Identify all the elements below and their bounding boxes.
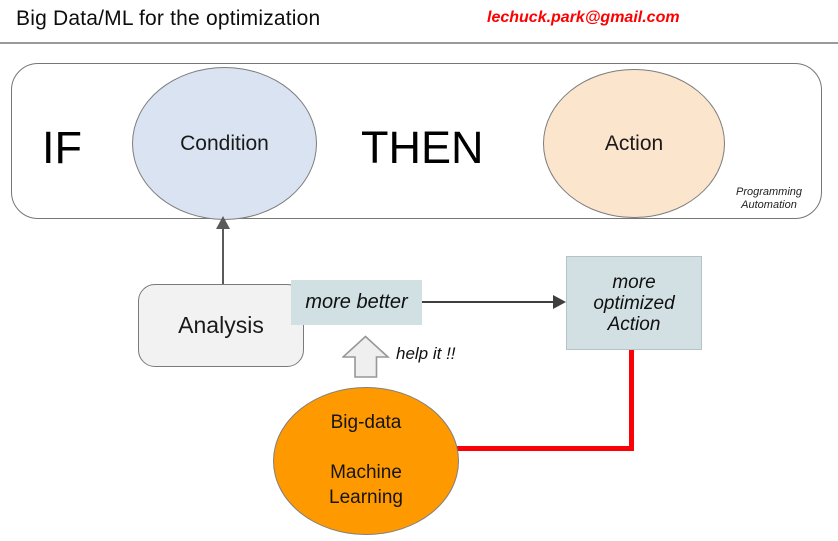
up-arrowhead-icon — [216, 216, 230, 229]
analysis-to-condition-connector — [222, 228, 224, 284]
more-optimized-action-box: more optimized Action — [566, 256, 702, 350]
then-keyword: THEN — [361, 122, 484, 173]
action-label: Action — [604, 131, 664, 155]
header-divider — [0, 42, 838, 44]
bigdata-label: Big-data — [330, 412, 402, 433]
right-arrowhead-icon — [553, 295, 566, 309]
author-email: lechuck.park@gmail.com — [487, 9, 680, 26]
more-better-label: more better — [305, 291, 408, 313]
machine-learning-label: Machine Learning — [329, 462, 403, 508]
bigdata-ml-ellipse: Big-data Machine Learning — [273, 387, 459, 535]
help-it-label: help it !! — [396, 344, 456, 363]
action-ellipse: Action — [543, 69, 725, 218]
analysis-label: Analysis — [178, 312, 264, 338]
if-keyword: IF — [42, 122, 82, 173]
more-optimized-action-label: more optimized Action — [593, 271, 675, 335]
red-connector-vertical — [629, 348, 634, 448]
page-title: Big Data/ML for the optimization — [16, 7, 321, 30]
condition-ellipse: Condition — [132, 67, 317, 220]
more-better-box: more better — [291, 280, 422, 325]
better-to-optimized-connector — [422, 301, 555, 303]
up-block-arrow-icon — [340, 335, 391, 384]
condition-label: Condition — [180, 131, 269, 155]
red-connector-horizontal — [453, 446, 634, 451]
programming-automation-note: Programming Automation — [735, 186, 803, 211]
analysis-box: Analysis — [138, 284, 304, 367]
